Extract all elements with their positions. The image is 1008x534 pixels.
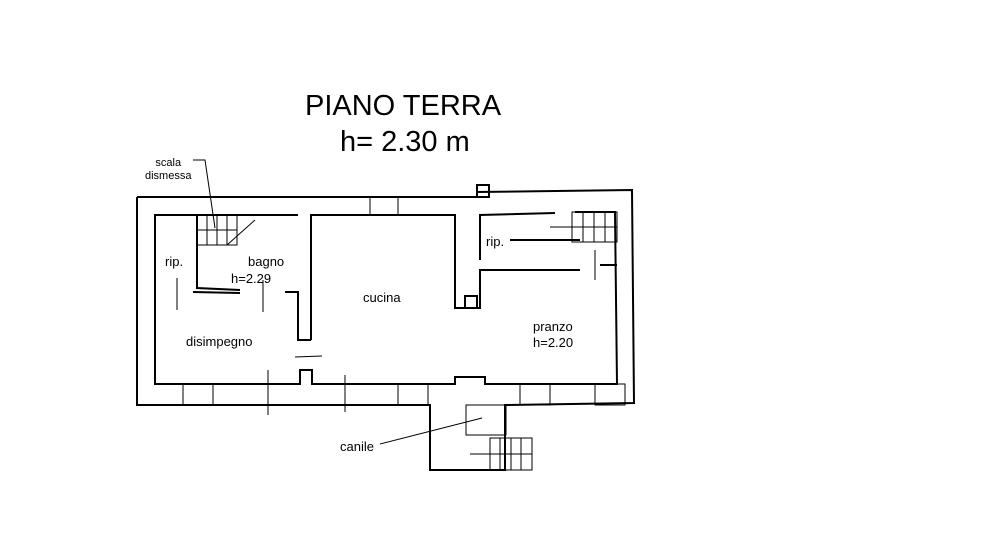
canile-box	[465, 404, 507, 436]
label-rip-left: rip.	[165, 254, 184, 269]
label-cucina: cucina	[363, 290, 401, 305]
rip-right-wall	[479, 212, 556, 260]
label-disimpegno: disimpegno	[186, 334, 253, 349]
stairs-canile	[470, 437, 533, 471]
leader-line	[379, 417, 483, 445]
bagno-wall-bottom	[192, 291, 241, 294]
label-pranzo-height: h=2.20	[533, 335, 574, 350]
windows	[182, 196, 626, 415]
label-scala-dismessa: scala dismessa	[145, 157, 191, 183]
label-bagno-height: h=2.29	[231, 271, 272, 286]
label-dismessa: dismessa	[145, 170, 192, 182]
stairs-dismessa	[196, 214, 256, 246]
door-swing	[294, 355, 323, 358]
inner-wall-cucina	[310, 214, 580, 340]
stairs-right	[550, 211, 618, 243]
label-pranzo: pranzo	[533, 319, 573, 334]
leader-line	[193, 159, 216, 229]
flue-icon	[464, 295, 478, 309]
label-canile: canile	[340, 439, 374, 454]
plan-title: PIANO TERRA	[305, 90, 502, 122]
bagno-wall-right	[285, 291, 311, 341]
label-bagno: bagno	[248, 254, 285, 269]
label-rip-right: rip.	[486, 234, 505, 249]
flue-icon	[476, 184, 490, 198]
plan-height: h= 2.30 m	[340, 126, 470, 158]
label-scala: scala	[155, 157, 182, 169]
